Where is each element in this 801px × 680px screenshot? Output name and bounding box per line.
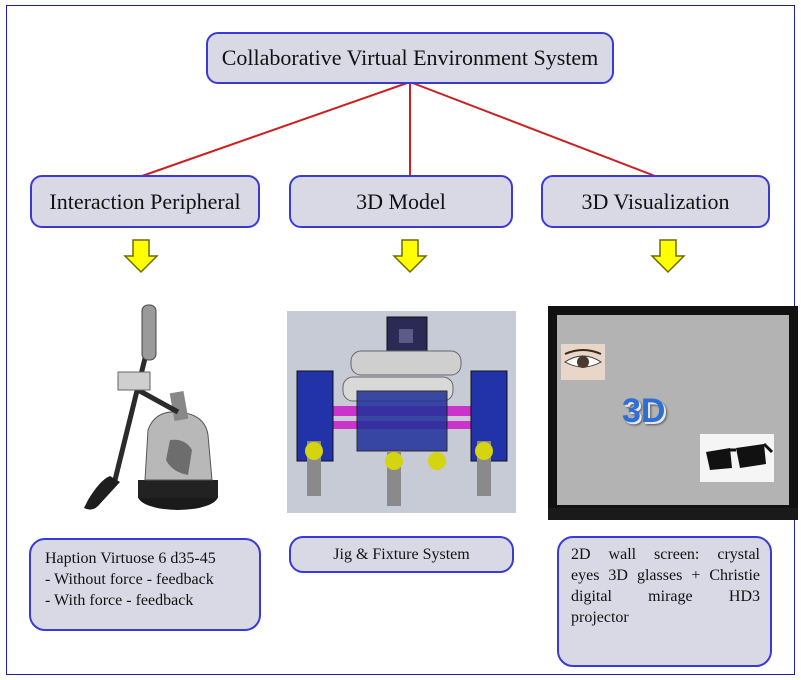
down-arrow-icon	[392, 239, 428, 274]
branch-node-interaction-peripheral: Interaction Peripheral	[30, 175, 260, 228]
detail-line: - Without force - feedback	[45, 571, 214, 588]
branch-node-3d-model: 3D Model	[289, 175, 513, 228]
connector-to-interaction	[141, 81, 411, 177]
eye-photo	[561, 344, 605, 380]
detail-line: eyes 3D glasses + Christie	[571, 567, 760, 584]
branch-label: 3D Model	[356, 188, 446, 214]
down-arrow-icon	[650, 239, 686, 274]
3d-glasses-icon	[700, 434, 774, 482]
root-node: Collaborative Virtual Environment System	[206, 32, 614, 84]
detail-box-3d-model: Jig & Fixture System	[289, 536, 514, 573]
haptic-device-image	[84, 304, 218, 510]
detail-line: Jig & Fixture System	[333, 545, 470, 563]
root-label: Collaborative Virtual Environment System	[221, 45, 599, 70]
detail-line: digital mirage HD3	[571, 588, 760, 605]
screen-badge: 3D	[622, 392, 666, 430]
detail-box-visualization: 2D wall screen: crystal eyes 3D glasses …	[557, 536, 772, 667]
detail-line: Haption Virtuose 6 d35-45	[45, 550, 216, 567]
connector-to-3d-visualization	[409, 81, 656, 177]
3d-screen-image: 3D	[548, 306, 798, 520]
down-arrow-icon	[123, 239, 159, 274]
branch-label: Interaction Peripheral	[49, 188, 241, 214]
branch-node-3d-visualization: 3D Visualization	[541, 175, 770, 228]
detail-line: - With force - feedback	[45, 592, 194, 609]
detail-line: 2D wall screen: crystal	[571, 546, 760, 563]
detail-line: projector	[571, 609, 629, 626]
detail-box-interaction: Haption Virtuose 6 d35-45 - Without forc…	[29, 538, 261, 631]
jig-fixture-render	[287, 311, 516, 513]
branch-label: 3D Visualization	[581, 188, 730, 214]
